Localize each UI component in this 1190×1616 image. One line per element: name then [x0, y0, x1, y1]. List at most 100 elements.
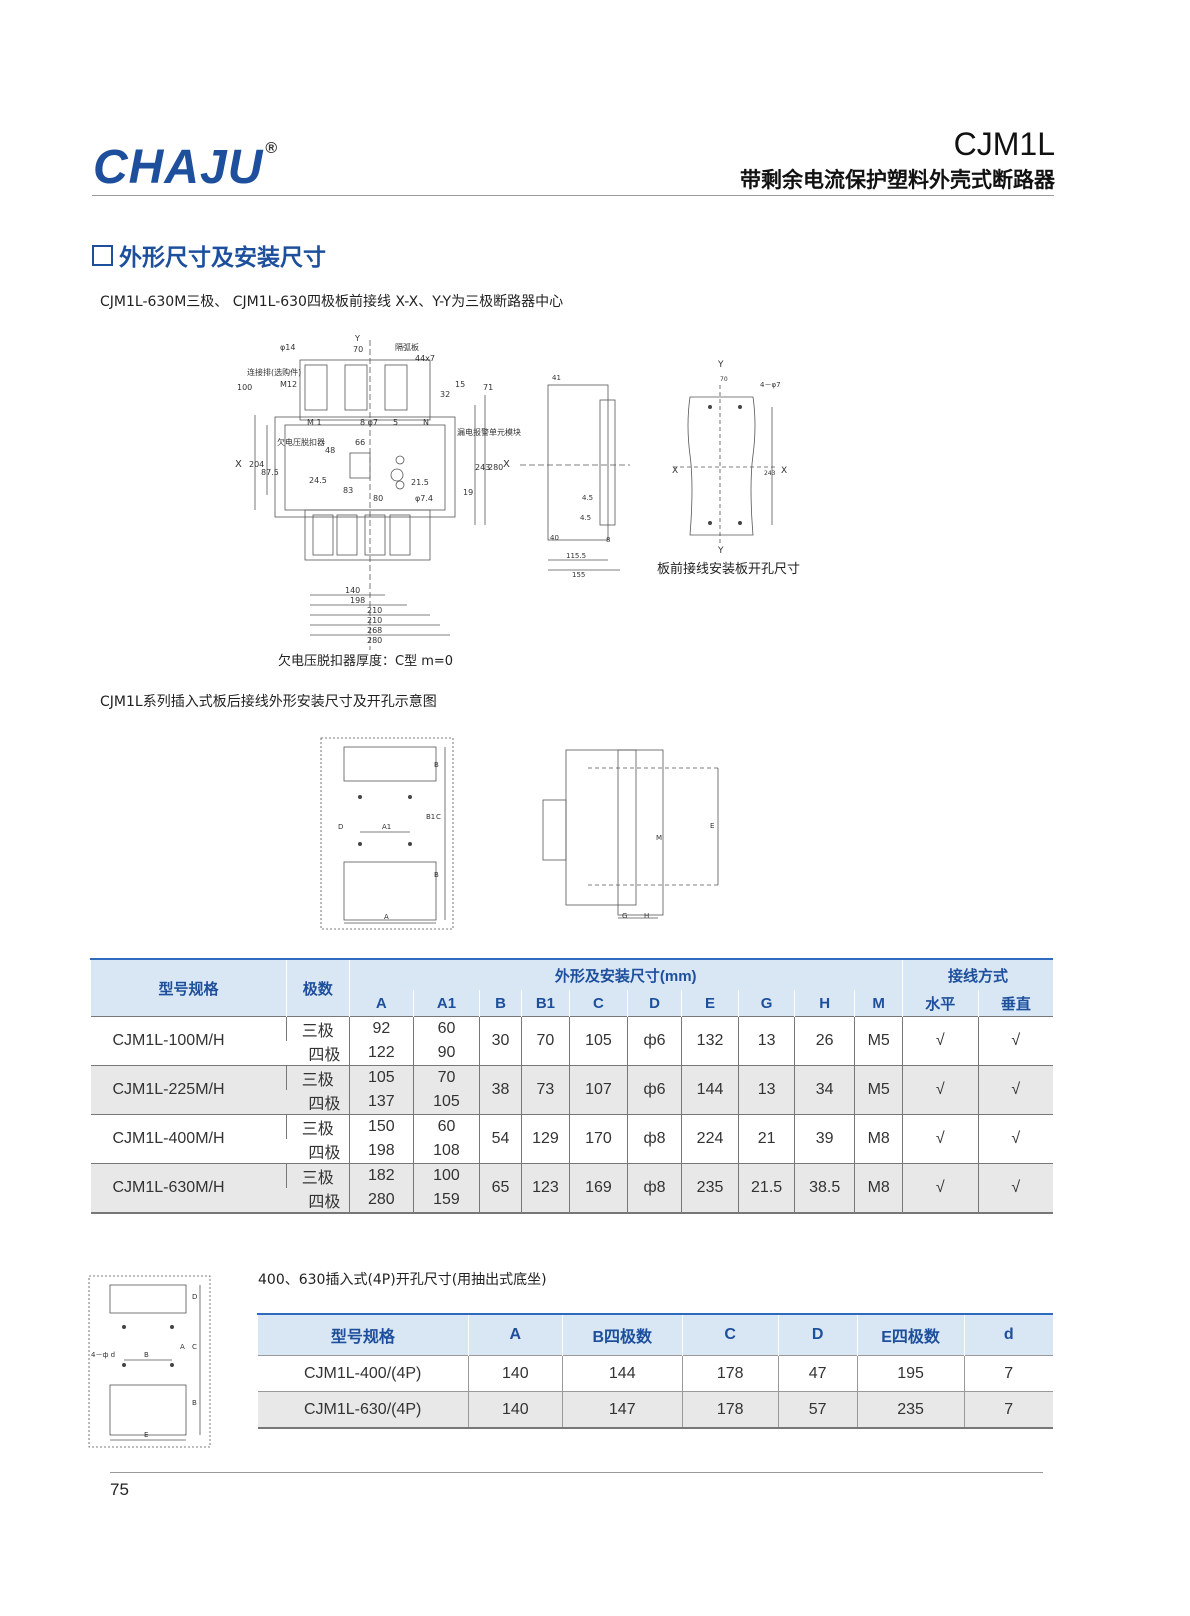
- dim-label: φ14: [280, 343, 295, 352]
- dim-label: 4－ф d: [91, 1351, 115, 1359]
- poles-cell: 四极: [308, 1145, 341, 1162]
- dim-label: 66: [355, 438, 365, 447]
- h-cell: 38.5: [793, 1163, 855, 1213]
- b-cell: 30: [478, 1016, 522, 1066]
- col-horizontal: 水平: [901, 990, 979, 1017]
- diagram1-note: 欠电压脱扣器厚度：C型 m=0: [278, 654, 454, 669]
- model-cell: CJM1L-225M/H: [90, 1065, 287, 1115]
- a-cell: 182: [348, 1163, 414, 1188]
- plug-in-cutout-drawing: B B1 C D A1 B A: [320, 737, 454, 930]
- c-cell: 169: [568, 1163, 628, 1213]
- dim-label: H: [644, 912, 649, 920]
- m-cell: M5: [854, 1065, 903, 1115]
- table-row: CJM1L-225M/H 三极 105 70 38 73 107 ф6 144 …: [90, 1065, 1053, 1115]
- dim-label: M: [656, 834, 662, 842]
- dim-label: G: [622, 912, 627, 920]
- dim-label: 4－φ7: [760, 381, 781, 389]
- dim-label: 8 φ7: [360, 418, 378, 427]
- m-cell: M8: [854, 1163, 903, 1213]
- table-row: 四极 280 159: [91, 1188, 1054, 1213]
- dim-label: Y: [717, 360, 724, 370]
- dim-label: 4.5: [582, 494, 593, 502]
- dim-label: 40: [550, 534, 559, 542]
- g-cell: 21: [738, 1114, 795, 1164]
- a1-cell: 90: [413, 1041, 480, 1066]
- vertical-check: √: [977, 1163, 1053, 1213]
- e-cell: 132: [680, 1016, 739, 1066]
- dim-label: 24.5: [309, 476, 327, 485]
- a-cell: 105: [348, 1065, 414, 1090]
- horizontal-check: √: [901, 1016, 979, 1066]
- b1-cell: 70: [521, 1016, 570, 1066]
- a1-cell: 108: [413, 1139, 480, 1164]
- dim-label: 280: [367, 636, 382, 645]
- header-d: D: [777, 1314, 858, 1356]
- poles-cell: 四极: [308, 1047, 341, 1064]
- dim-label: 漏电报警单元模块: [457, 427, 521, 437]
- col-b: B: [478, 990, 522, 1017]
- product-model: CJM1L: [953, 126, 1055, 162]
- dim-label: 243: [764, 470, 776, 477]
- table-row: 四极 122 90: [91, 1041, 1054, 1066]
- dim-label: 15: [455, 380, 465, 389]
- footer-divider: [110, 1472, 1043, 1473]
- 4p-cutout-drawing: D 4－ф d B A C B E: [88, 1275, 211, 1448]
- model-cell: CJM1L-630/(4P): [257, 1391, 469, 1428]
- page-number: 75: [110, 1480, 129, 1499]
- hole-d-cell: 7: [963, 1355, 1053, 1392]
- m-cell: M5: [854, 1016, 903, 1066]
- d-cell: ф6: [627, 1065, 682, 1115]
- dimensions-table: 型号规格 极数 外形及安装尺寸(mm) 接线方式 A A1 B B1 C D E…: [90, 958, 1053, 1214]
- dim-label: 155: [572, 571, 585, 579]
- dim-label: 115.5: [566, 552, 586, 560]
- dim-label: E: [710, 822, 714, 830]
- dim-label: 41: [552, 374, 561, 382]
- e-cell: 144: [680, 1065, 739, 1115]
- dim-label: C: [436, 813, 441, 821]
- a-cell: 92: [348, 1016, 414, 1041]
- header-c: C: [681, 1314, 779, 1356]
- model-cell: CJM1L-400/(4P): [257, 1355, 469, 1392]
- dim-label: 280: [488, 463, 503, 472]
- poles-cell: 三极: [285, 1114, 350, 1139]
- dim-label: 44x7: [415, 354, 435, 363]
- header-a: A: [467, 1314, 563, 1356]
- a-cell: 280: [348, 1188, 414, 1213]
- dim-label: 83: [343, 486, 353, 495]
- poles-cell: 四极: [286, 1090, 350, 1115]
- g-cell: 21.5: [738, 1163, 795, 1213]
- a1-cell: 70: [413, 1065, 480, 1090]
- front-view-drawing: φ14 Y 70 隔弧板 44x7 100 连接排(选购件) M12 32 15…: [235, 335, 521, 650]
- dim-label: M 1: [307, 418, 322, 427]
- horizontal-check: √: [901, 1114, 979, 1164]
- d-cell: 57: [777, 1391, 858, 1428]
- b1-cell: 73: [521, 1065, 570, 1115]
- b1-cell: 129: [521, 1114, 570, 1164]
- dim-label: 87.5: [261, 468, 279, 477]
- header-hole-d: d: [963, 1314, 1053, 1356]
- table-row: 四极 137 105: [91, 1090, 1054, 1115]
- dim-label: M12: [280, 380, 297, 389]
- a1-cell: 60: [413, 1114, 480, 1139]
- dim-label: 243: [475, 463, 490, 472]
- col-d: D: [627, 990, 682, 1017]
- vertical-check: √: [977, 1065, 1053, 1115]
- m-cell: M8: [854, 1114, 903, 1164]
- dim-label: E: [144, 1431, 148, 1439]
- panel-caption: 板前接线安装板开孔尺寸: [657, 562, 801, 577]
- col-m: M: [854, 990, 903, 1017]
- d-cell: ф8: [627, 1163, 682, 1213]
- dim-label: B: [192, 1399, 197, 1407]
- poles-cell: 四极: [286, 1188, 350, 1213]
- diagram2-caption: CJM1L系列插入式板后接线外形安装尺寸及开孔示意图: [100, 694, 437, 710]
- poles-cell: 三极: [285, 1065, 350, 1090]
- a-cell: 150: [348, 1114, 414, 1139]
- dim-label: B: [434, 761, 439, 769]
- col-e: E: [680, 990, 739, 1017]
- dim-label: 198: [350, 596, 365, 605]
- c-cell: 178: [681, 1391, 779, 1428]
- d-cell: ф8: [627, 1114, 682, 1164]
- g-cell: 13: [738, 1016, 795, 1066]
- dim-label: A: [180, 1343, 185, 1351]
- table-row: CJM1L-630M/H 三极 182 100 65 123 169 ф8 23…: [90, 1163, 1053, 1213]
